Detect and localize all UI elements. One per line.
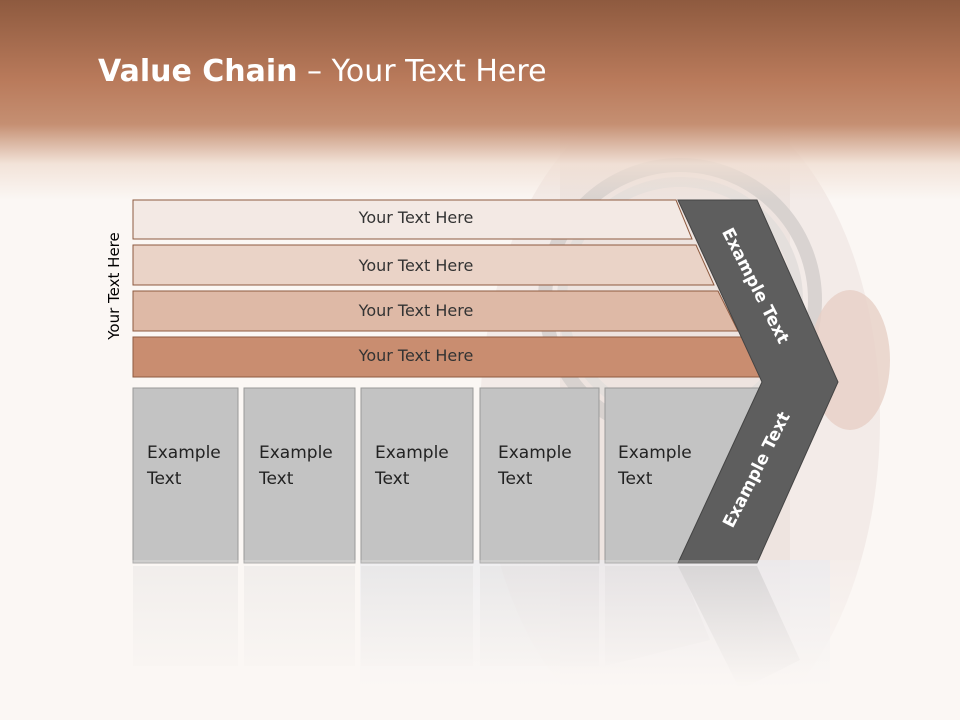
box-1 xyxy=(132,387,239,564)
header-band xyxy=(0,0,960,200)
page-title: Value Chain – Your Text Here xyxy=(98,54,547,89)
bar-1-label: Your Text Here xyxy=(358,208,474,227)
bar-4-label: Your Text Here xyxy=(358,346,474,365)
box-4 xyxy=(479,387,600,564)
box-2 xyxy=(243,387,356,564)
bar-1 xyxy=(132,199,693,240)
bar-2-label: Your Text Here xyxy=(358,256,474,275)
box-3 xyxy=(360,387,474,564)
bar-3-label: Your Text Here xyxy=(358,301,474,320)
bar-2 xyxy=(132,244,715,286)
reflection-fade xyxy=(0,560,960,720)
